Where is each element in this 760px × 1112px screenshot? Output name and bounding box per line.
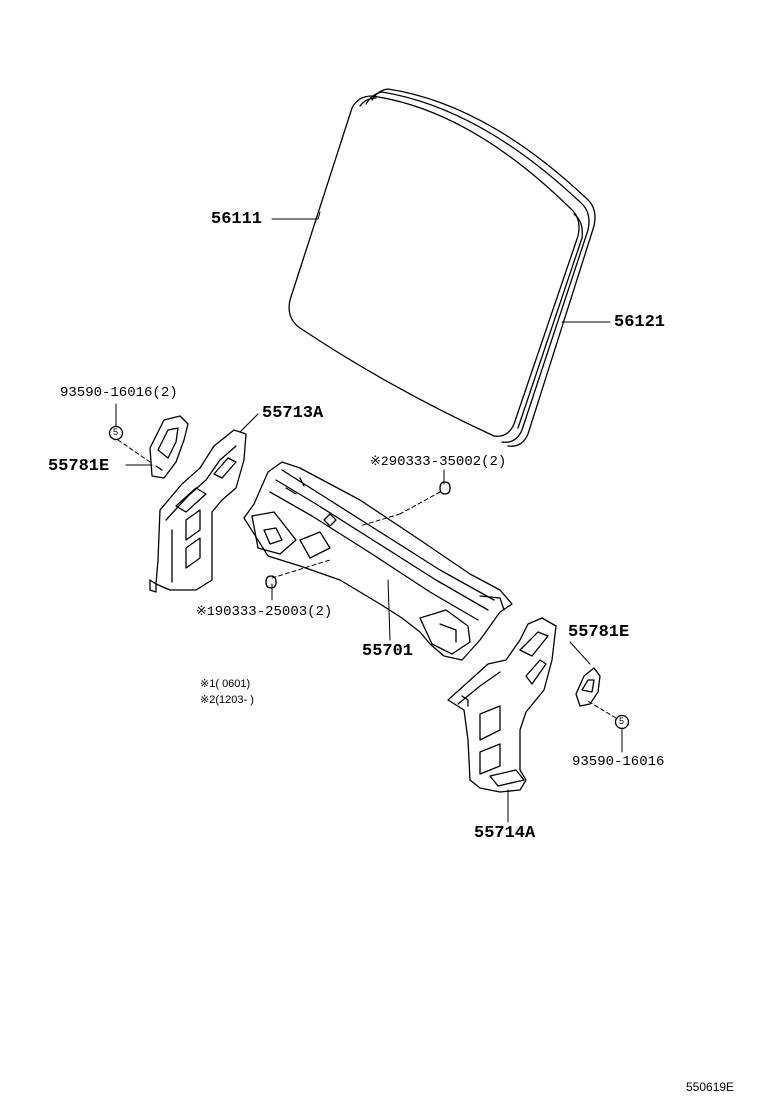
footnote-2-text: (1203- ) [215,694,254,706]
footnote-2-mark: ※2 [200,694,216,706]
label-bolt-right: 93590-16016 [572,754,665,770]
label-bolt-left: 93590-16016(2) [60,385,178,401]
label-nut-upper-mark: ※2 [370,454,389,469]
bolt-marker-left-digit: 5 [113,427,119,437]
panel-left-part [149,429,247,593]
bolt-marker-right-digit: 5 [619,716,625,726]
label-molding: 56121 [614,313,666,332]
dashed-leaders [117,439,617,719]
footnote-2: ※2(1203- ) [200,695,254,706]
label-cowl: 55701 [362,642,414,661]
windshield-molding [359,88,596,447]
bolt-marker-left [108,425,124,441]
nut-upper-marker [439,481,451,495]
label-bracket-right: 55781E [568,623,630,642]
leader-lines [115,211,623,823]
bolt-marker-right [614,714,630,730]
label-windshield: 56111 [211,210,263,229]
label-nut-upper: ※290333-35002(2) [370,455,506,469]
diagram-reference-code: 550619E [686,1080,735,1094]
bracket-left-part [149,415,189,479]
cowl-panel-part [243,461,513,661]
label-panel-right: 55714A [474,824,536,843]
label-nut-lower-mark: ※1 [196,604,215,619]
windshield-glass [288,95,580,437]
label-nut-lower-number: 90333-25003(2) [214,604,333,620]
footnote-1-mark: ※1 [200,678,216,690]
label-panel-left: 55713A [262,404,324,423]
bracket-right-part [575,667,601,707]
label-bracket-left: 55781E [48,457,110,476]
label-nut-upper-number: 90333-35002(2) [388,454,507,470]
footnote-1: ※1( 0601) [200,679,250,690]
footnote-1-text: ( 0601) [215,678,251,690]
nut-lower-marker [265,575,277,589]
label-nut-lower: ※190333-25003(2) [196,605,332,619]
panel-right-part [447,617,557,793]
